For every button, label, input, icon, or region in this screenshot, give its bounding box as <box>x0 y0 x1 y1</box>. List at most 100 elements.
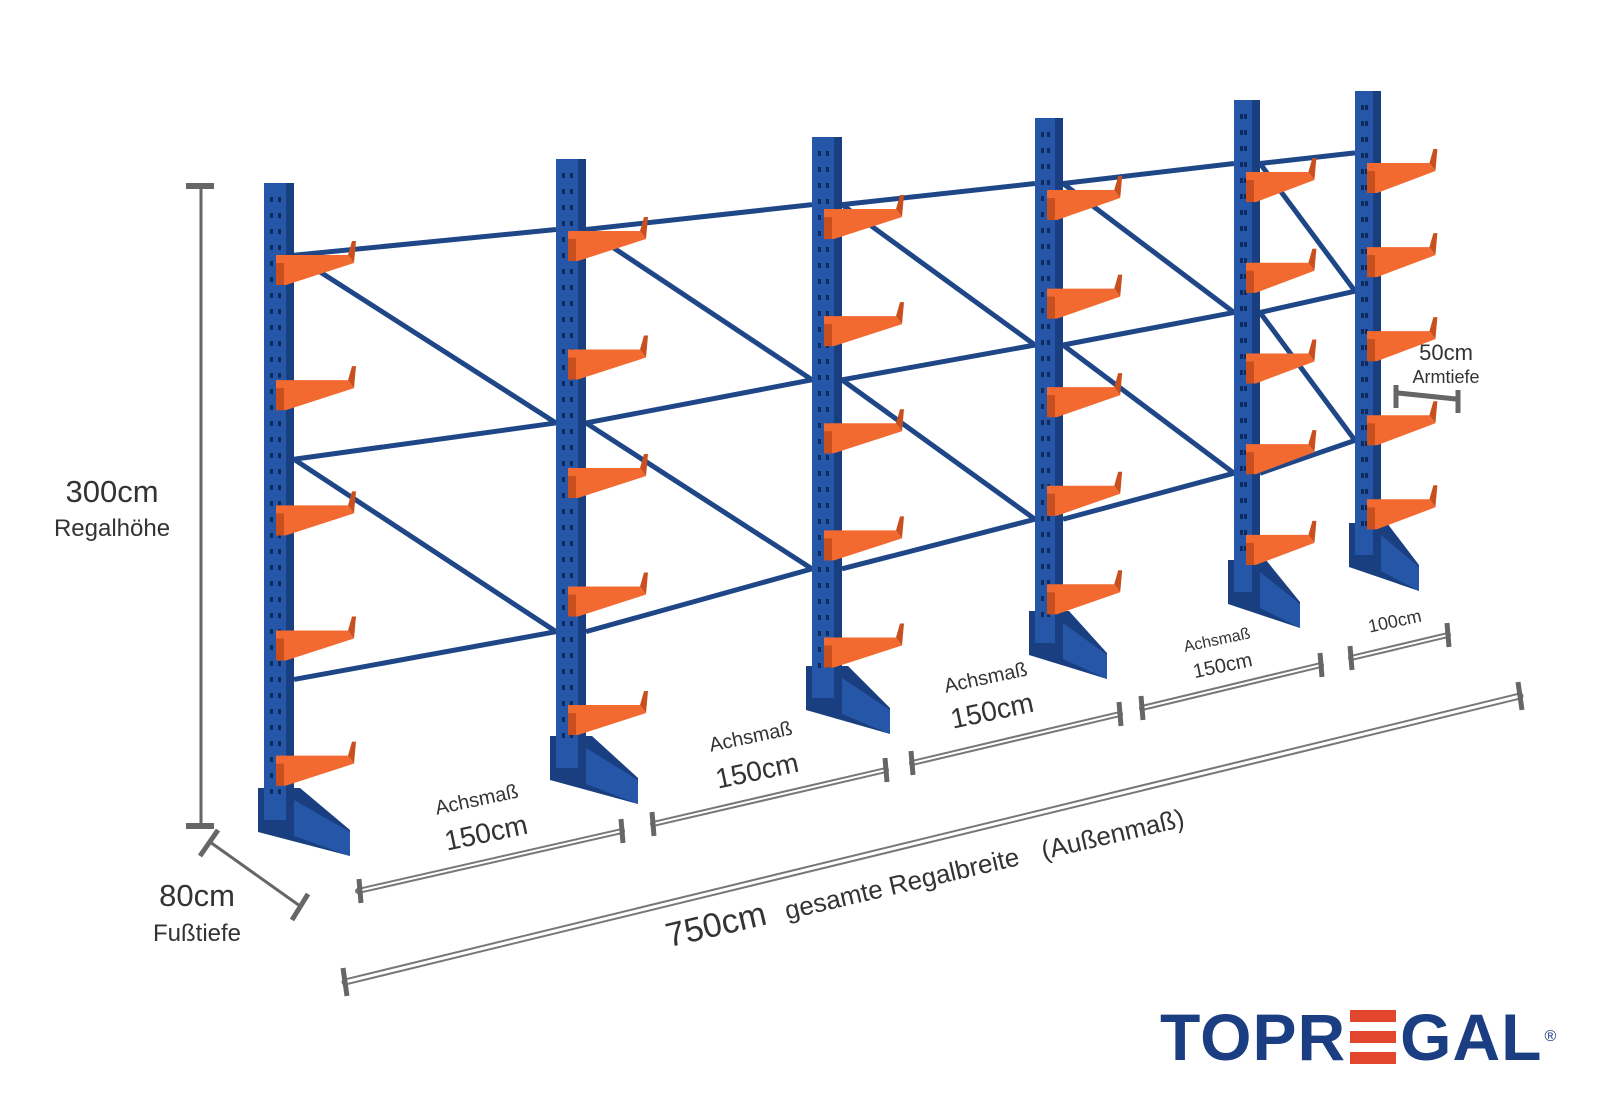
cantilever-arm <box>1047 288 1121 319</box>
upright-hole <box>1365 361 1368 366</box>
horizontal-brace <box>1062 310 1235 348</box>
arm-mount <box>568 594 576 617</box>
upright-hole <box>826 599 829 604</box>
upright-hole <box>1361 361 1364 366</box>
upright-hole <box>1365 265 1368 270</box>
arm-end-stop <box>1308 430 1317 453</box>
upright-hole <box>1244 194 1247 199</box>
upright-hole <box>562 557 565 562</box>
arm-mount <box>1047 198 1055 220</box>
upright-hole <box>826 151 829 156</box>
cantilever-arm <box>1246 262 1315 293</box>
cantilever-arm <box>568 468 646 499</box>
upright-hole <box>562 237 565 242</box>
cantilever-arm <box>568 705 646 736</box>
upright-hole <box>270 229 273 234</box>
arm-end-stop <box>1429 485 1438 508</box>
upright-hole <box>826 631 829 636</box>
upright-hole <box>278 565 281 570</box>
upright-hole <box>1047 516 1050 521</box>
upright-hole <box>1047 372 1050 377</box>
upright-hole <box>818 295 821 300</box>
upright-hole <box>562 413 565 418</box>
upright-hole <box>1041 324 1044 329</box>
upright-hole <box>562 733 565 738</box>
bay-dimension-3: Achsmaß 150cm <box>908 659 1124 776</box>
bay-dimension-1: Achsmaß 150cm <box>355 781 626 904</box>
upright-hole <box>1041 564 1044 569</box>
upright-hole <box>1365 297 1368 302</box>
arm-mount <box>1246 452 1254 475</box>
upright-base-plate <box>586 748 638 804</box>
upright-hole <box>1240 146 1243 151</box>
upright-hole <box>1365 201 1368 206</box>
arm-end-stop <box>1429 149 1438 171</box>
upright-hole <box>818 183 821 188</box>
upright-hole <box>826 263 829 268</box>
arm-end-stop <box>1114 373 1123 396</box>
upright-hole <box>562 301 565 306</box>
upright-hole <box>270 741 273 746</box>
upright-hole <box>1365 329 1368 334</box>
arm-end-stop <box>1308 339 1317 362</box>
upright-hole <box>1244 498 1247 503</box>
arm-mount <box>1246 180 1254 202</box>
logo-e-mark <box>1350 1010 1397 1064</box>
horizontal-brace <box>1062 470 1235 522</box>
upright-hole <box>826 503 829 508</box>
upright-hole <box>1240 402 1243 407</box>
upright-hole <box>570 445 573 450</box>
upright-hole <box>570 685 573 690</box>
upright-hole <box>278 741 281 746</box>
upright-hole <box>270 453 273 458</box>
upright-hole <box>1365 281 1368 286</box>
upright-hole <box>1361 505 1364 510</box>
upright-column-side <box>1055 118 1063 643</box>
arm-mount <box>1047 296 1055 319</box>
upright-hole <box>1365 409 1368 414</box>
upright-hole <box>1244 402 1247 407</box>
arm-end-stop <box>1308 520 1317 543</box>
upright-hole <box>1365 425 1368 430</box>
upright-hole <box>1244 226 1247 231</box>
cantilever-arm <box>824 209 902 239</box>
upright-hole <box>270 757 273 762</box>
horizontal-brace <box>585 202 813 233</box>
upright-hole <box>1361 185 1364 190</box>
arm-end-stop <box>896 516 904 539</box>
upright-hole <box>1041 452 1044 457</box>
diagonal-brace <box>1257 310 1358 442</box>
upright-hole <box>562 269 565 274</box>
upright-hole <box>818 279 821 284</box>
rack-structure <box>258 91 1438 856</box>
upright-hole <box>270 437 273 442</box>
horizontal-brace <box>841 342 1036 383</box>
upright-hole <box>1361 297 1364 302</box>
upright-hole <box>826 407 829 412</box>
upright-hole <box>1244 178 1247 183</box>
arm-end-stop <box>896 302 904 325</box>
arm-end-stop <box>348 616 356 639</box>
upright-hole <box>562 493 565 498</box>
upright-hole <box>1041 404 1044 409</box>
upright-hole <box>278 613 281 618</box>
end-bay-dimension: 100cm <box>1347 606 1452 671</box>
height-value: 300cm <box>65 474 158 509</box>
upright-hole <box>1240 114 1243 119</box>
upright-hole <box>1365 137 1368 142</box>
upright-hole <box>1361 393 1364 398</box>
cantilever-arm <box>1246 353 1315 384</box>
upright-hole <box>1240 226 1243 231</box>
horizontal-brace <box>1259 438 1356 476</box>
upright-hole <box>270 533 273 538</box>
upright-hole <box>1244 162 1247 167</box>
upright-hole <box>1240 498 1243 503</box>
cantilever-arm <box>824 637 902 668</box>
upright-hole <box>562 509 565 514</box>
upright-base-plate <box>294 800 350 856</box>
arm-mount <box>1367 255 1375 278</box>
upright-hole <box>1047 436 1050 441</box>
upright-hole <box>818 199 821 204</box>
upright-hole <box>1244 322 1247 327</box>
upright-hole <box>562 669 565 674</box>
